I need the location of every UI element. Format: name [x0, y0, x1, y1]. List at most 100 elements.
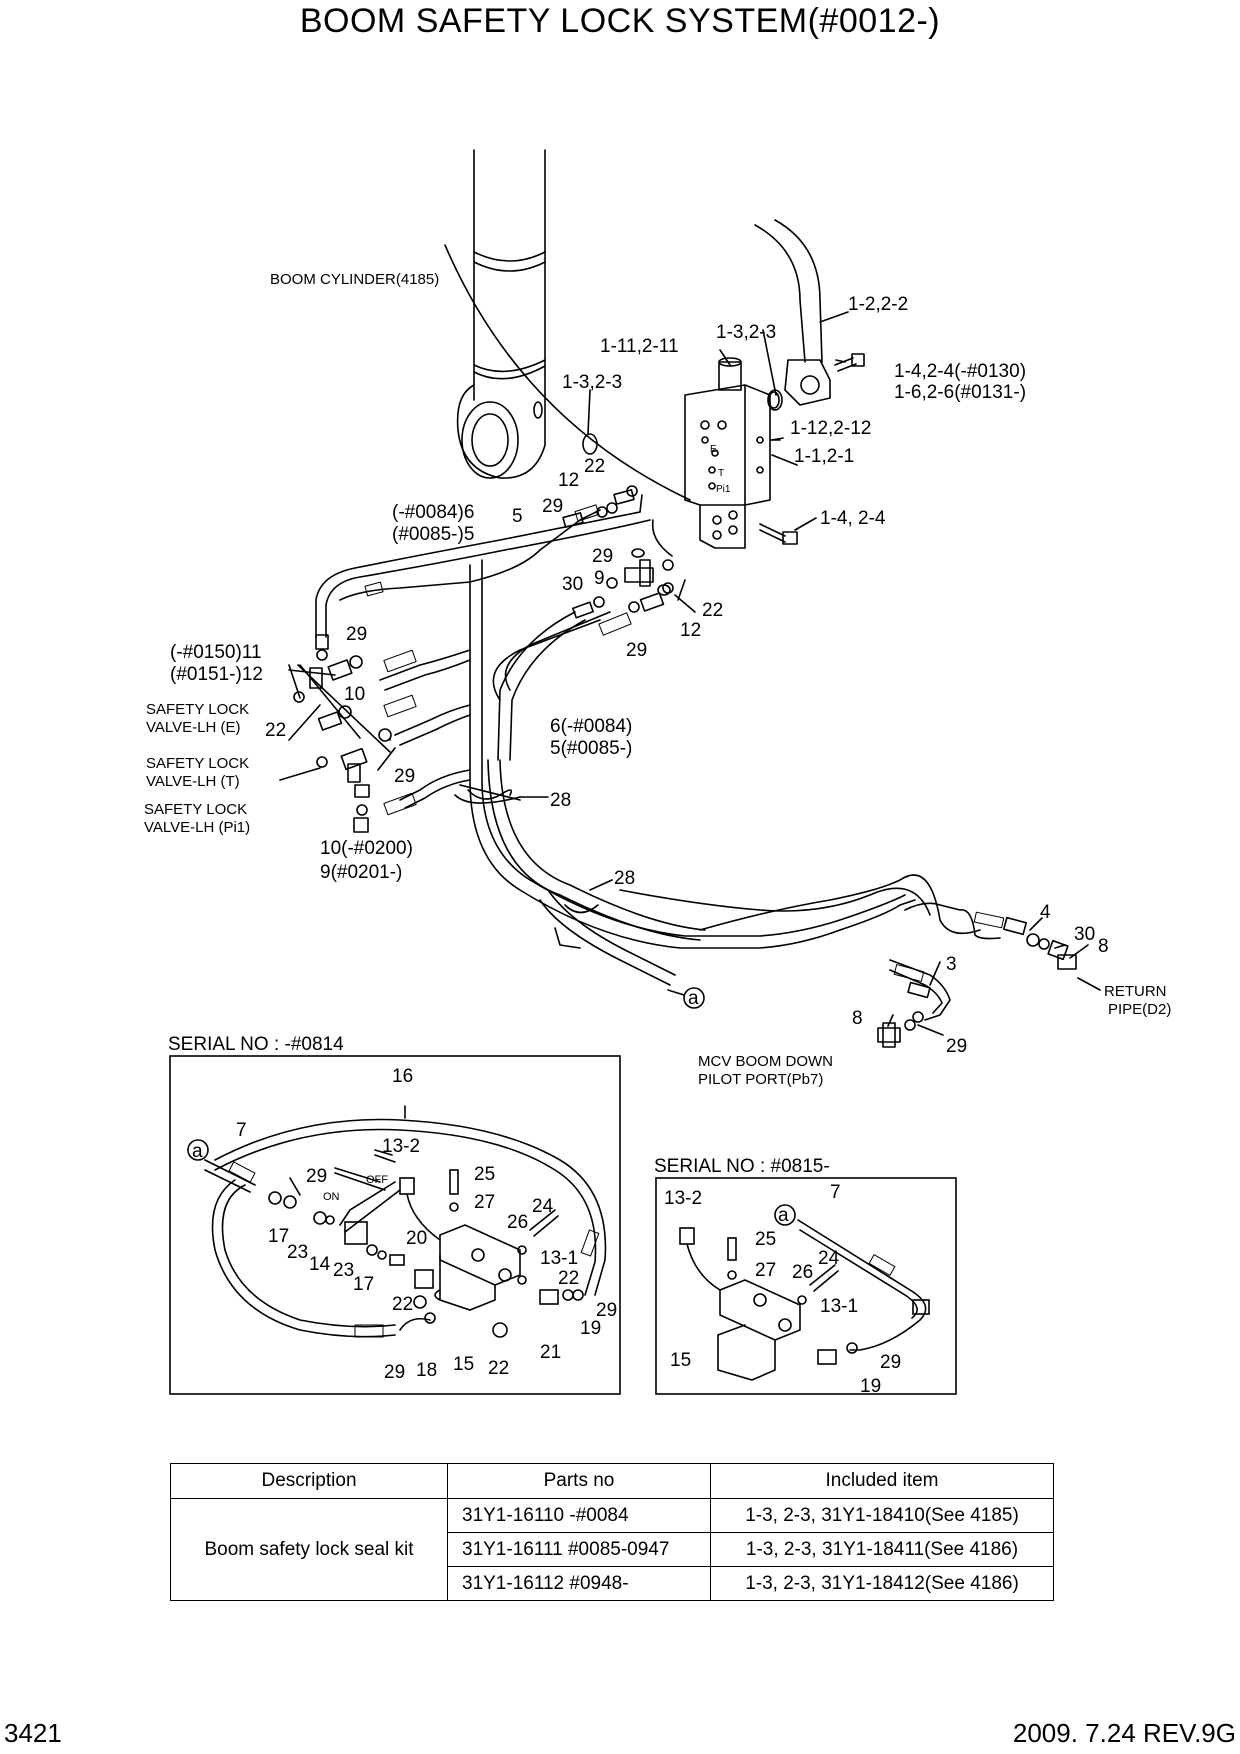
label-pipe-d2: PIPE(D2)	[1108, 1001, 1171, 1018]
detail1-label-7: 7	[236, 1120, 247, 1141]
detail1-label-22: 22	[488, 1358, 509, 1379]
label-30: 30	[1074, 924, 1095, 945]
detail1-label-off: OFF	[366, 1174, 388, 1186]
detail2-label-7: 7	[830, 1182, 841, 1203]
label-28: 28	[614, 868, 635, 889]
detail1-label-29: 29	[384, 1362, 405, 1383]
label-1-3-2-3-left: 1-3,2-3	[562, 372, 622, 393]
detail-box-serial-0814: SERIAL NO : -#0814	[168, 1034, 621, 1395]
included-item-cell: 1-3, 2-3, 31Y1-18412(See 4186)	[710, 1566, 1054, 1601]
detail2-label-24: 24	[818, 1248, 840, 1269]
label-22: 22	[702, 600, 723, 621]
label-8: 8	[852, 1008, 863, 1029]
label-pilot-port: PILOT PORT(Pb7)	[698, 1071, 823, 1088]
detail2-label-25: 25	[755, 1229, 776, 1250]
header-description: Description	[170, 1463, 448, 1499]
page-title: BOOM SAFETY LOCK SYSTEM(#0012-)	[299, 2, 941, 40]
label-30: 30	[562, 574, 583, 595]
parts-table: Description Parts no Included item Boom …	[170, 1463, 1054, 1601]
revision-date: 2009. 7.24 REV.9G	[1012, 1718, 1236, 1748]
detail1-label-25: 25	[474, 1164, 495, 1185]
detail1-label-15: 15	[453, 1354, 474, 1375]
table-row: 31Y1-16112 #0948- 1-3, 2-3, 31Y1-18412(S…	[171, 1566, 1054, 1601]
parts-no-cell: 31Y1-16111 #0085-0947	[447, 1532, 711, 1567]
hoses	[315, 494, 1001, 1021]
label-8: 8	[1098, 936, 1109, 957]
detail1-label-21: 21	[540, 1342, 561, 1363]
label-boom-cylinder: BOOM CYLINDER(4185)	[270, 271, 439, 288]
label-9: 9	[594, 568, 605, 589]
label-0084-6: (-#0084)6	[392, 502, 474, 523]
label-1-12-2-12: 1-12,2-12	[790, 418, 871, 439]
label-1-3-2-3-top: 1-3,2-3	[716, 322, 776, 343]
parts-table-header-row: Description Parts no Included item	[170, 1463, 1054, 1499]
detail1-label-on: ON	[323, 1191, 340, 1203]
detail1-label-17: 17	[353, 1274, 374, 1295]
detail1-label-13-2: 13-2	[382, 1136, 420, 1157]
label-0085-5: (#0085-)5	[392, 524, 474, 545]
safety-lock-valve-block	[684, 357, 781, 549]
boom-cylinder-drawing	[456, 149, 546, 479]
detail1-label-19: 19	[580, 1318, 601, 1339]
label-3: 3	[946, 954, 957, 975]
label-1-4-2-4: 1-4, 2-4	[820, 508, 886, 529]
label-22: 22	[584, 456, 605, 477]
label-5: 5	[512, 506, 523, 527]
detail1-label-a: a	[192, 1141, 203, 1162]
detail1-label-16: 16	[392, 1066, 413, 1087]
detail1-label-23: 23	[333, 1260, 354, 1281]
label-10: 10	[344, 684, 365, 705]
label-6-0084: 6(-#0084)	[550, 716, 632, 737]
detail2-label-13-1: 13-1	[820, 1296, 858, 1317]
svg-text:Pi1: Pi1	[716, 484, 731, 495]
page-number: 3421	[4, 1718, 62, 1748]
label-return: RETURN	[1104, 983, 1167, 1000]
label-0150-11: (-#0150)11	[170, 642, 262, 663]
parts-no-cell: 31Y1-16110 -#0084	[447, 1498, 711, 1533]
detail1-label-17: 17	[268, 1226, 289, 1247]
description-cell: Boom safety lock seal kit	[170, 1498, 448, 1601]
label-0151-12: (#0151-)12	[170, 664, 263, 685]
detail1-label-24: 24	[532, 1196, 554, 1217]
label-12: 12	[680, 620, 701, 641]
label-valve-lh-t: VALVE-LH (T)	[146, 773, 240, 790]
detail1-label-20: 20	[406, 1228, 427, 1249]
label-mcv-boom-down: MCV BOOM DOWN	[698, 1053, 833, 1070]
detail2-label-26: 26	[792, 1262, 813, 1283]
label-a: a	[688, 988, 699, 1009]
detail1-label-27: 27	[474, 1192, 495, 1213]
label-1-6-2-6-0131: 1-6,2-6(#0131-)	[894, 382, 1026, 403]
label-28: 28	[550, 790, 571, 811]
label-29: 29	[542, 496, 563, 517]
table-row: Boom safety lock seal kit 31Y1-16110 -#0…	[170, 1498, 1054, 1601]
detail-box-serial-0815: SERIAL NO : #0815- 13-2 a 7 25 27	[654, 1156, 957, 1397]
label-safety-lock-e: SAFETY LOCK	[146, 701, 249, 718]
detail2-label-19: 19	[860, 1376, 881, 1397]
table-row: 31Y1-16111 #0085-0947 1-3, 2-3, 31Y1-184…	[171, 1532, 1054, 1567]
label-29: 29	[346, 624, 367, 645]
label-9-0201: 9(#0201-)	[320, 862, 402, 883]
serial-label-0815: SERIAL NO : #0815-	[654, 1156, 830, 1177]
label-10-0200: 10(-#0200)	[320, 838, 413, 859]
label-valve-lh-e: VALVE-LH (E)	[146, 719, 240, 736]
detail1-label-29: 29	[596, 1300, 617, 1321]
label-safety-lock-pi1: SAFETY LOCK	[144, 801, 247, 818]
label-22: 22	[265, 720, 286, 741]
svg-text:T: T	[718, 468, 724, 479]
label-1-11-2-11: 1-11,2-11	[600, 336, 679, 357]
detail1-label-22: 22	[392, 1294, 413, 1315]
included-item-cell: 1-3, 2-3, 31Y1-18411(See 4186)	[710, 1532, 1054, 1567]
detail1-label-14: 14	[309, 1254, 331, 1275]
header-parts-no: Parts no	[447, 1463, 711, 1499]
label-29: 29	[626, 640, 647, 661]
detail2-label-13-2: 13-2	[664, 1188, 702, 1209]
detail2-label-29: 29	[880, 1352, 901, 1373]
detail1-label-22: 22	[558, 1268, 579, 1289]
detail1-label-29: 29	[306, 1166, 327, 1187]
serial-label-0814: SERIAL NO : -#0814	[168, 1034, 344, 1055]
detail2-label-27: 27	[755, 1260, 776, 1281]
label-5-0085: 5(#0085-)	[550, 738, 632, 759]
label-safety-lock-t: SAFETY LOCK	[146, 755, 249, 772]
header-included-item: Included item	[710, 1463, 1054, 1499]
